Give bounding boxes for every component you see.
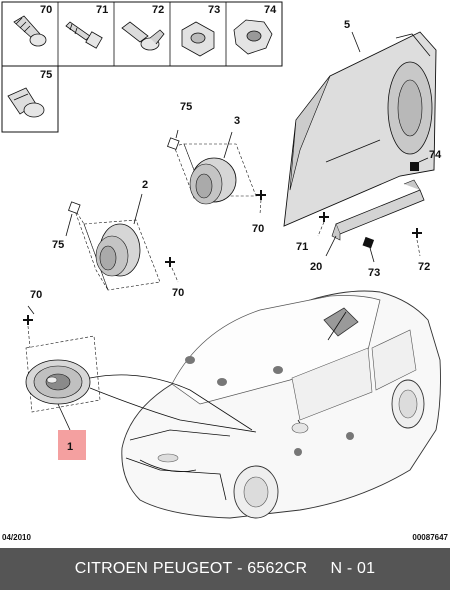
parts-diagram: 70 71 72 73 74 75 [1,1,449,542]
bracket-20 [331,179,425,241]
speaker-enclosure-5 [283,31,437,227]
screw-71-marker-icon [319,212,329,222]
label-70-speaker1: 70 [30,289,42,301]
screw-70-marker-icon-a [256,190,266,200]
label-70-speaker2: 70 [172,287,184,299]
car-outline [121,290,441,519]
cell-label-71: 71 [96,4,108,16]
cell-label-74: 74 [264,4,277,16]
label-3: 3 [234,115,240,127]
label-72-enclosure: 72 [418,261,430,273]
clip-73-icon [181,21,215,57]
screw-70-marker-icon-b [165,257,175,267]
label-2: 2 [142,179,148,191]
nut-74-marker-icon [410,162,419,171]
footer-sheet: N - 01 [330,560,376,577]
label-75-speaker3: 75 [180,101,192,113]
footer-band: CITROEN PEUGEOT - 6562CR N - 01 [0,548,450,590]
label-20: 20 [310,261,322,273]
cell-label-70: 70 [40,4,52,16]
stud-72-marker-icon [412,228,422,238]
push-clip-75-icon [7,87,45,118]
speaker-1 [25,335,101,413]
speaker-3 [173,143,257,205]
label-74-enclosure: 74 [429,149,442,161]
date-label: 04/2010 [2,533,31,542]
footer-gap [307,560,330,578]
clip-73-marker-icon [362,236,375,249]
cell-label-72: 72 [152,4,164,16]
label-73-enclosure: 73 [368,267,380,279]
speaker-2 [73,207,161,291]
push-clip-75-marker-icon [167,137,180,150]
footer-brand: CITROEN PEUGEOT [74,560,233,577]
fastener-table [1,1,283,133]
screw-70-icon [13,15,47,47]
nut-74-icon [233,19,273,55]
doc-number: 00087647 [412,533,448,542]
label-1: 1 [67,441,73,453]
label-75-speaker2: 75 [52,239,64,251]
footer-separator: - [232,560,248,577]
stud-72-icon [121,21,165,51]
highlight-box [58,430,86,460]
footer-part-number: 6562CR [247,560,308,577]
cell-label-73: 73 [208,4,220,16]
screw-70-marker-icon-c [23,315,33,325]
bolt-71-icon [65,21,103,49]
push-clip-75-marker-icon-b [68,201,81,214]
label-70-speaker3: 70 [252,223,264,235]
cell-label-75: 75 [40,69,52,81]
label-71-enclosure: 71 [296,241,308,253]
label-5: 5 [344,19,350,31]
